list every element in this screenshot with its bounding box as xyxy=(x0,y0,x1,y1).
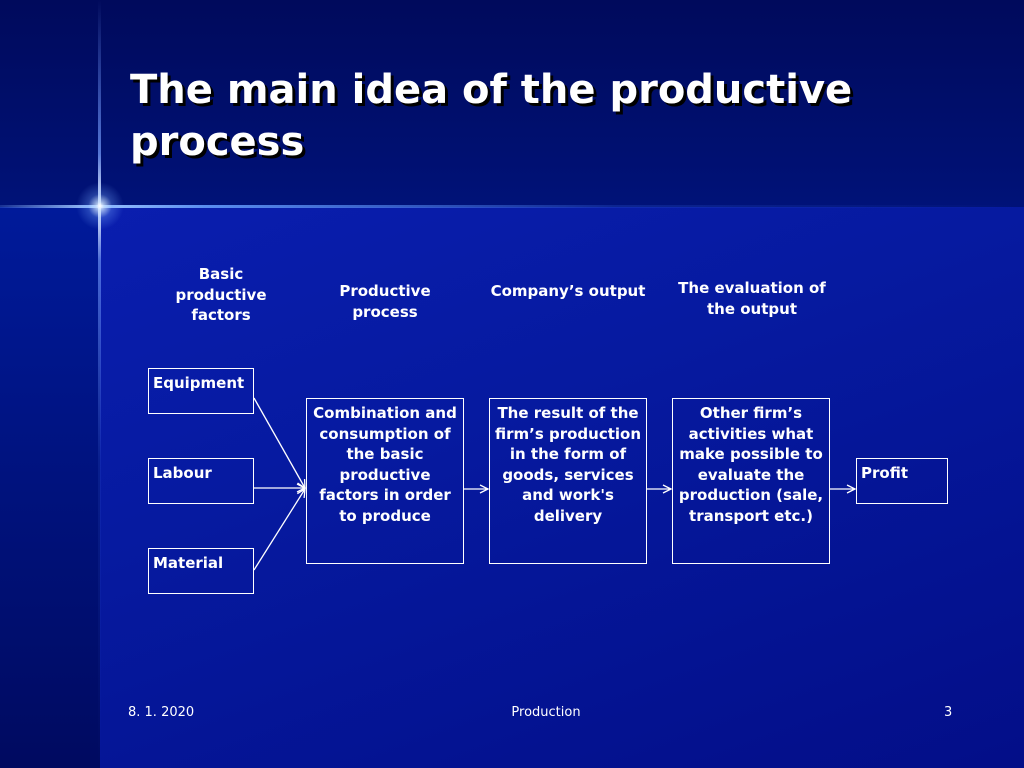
footer-date: 8. 1. 2020 xyxy=(128,705,195,720)
output-box: The result of the firm’s production in t… xyxy=(489,398,647,564)
input-labour: Labour xyxy=(148,458,254,504)
arrow-equipment-to-process xyxy=(253,397,305,488)
horizontal-glow-line xyxy=(0,205,1024,208)
heading-process: Productive process xyxy=(339,282,431,321)
input-equipment: Equipment xyxy=(148,368,254,414)
profit-box: Profit xyxy=(856,458,948,504)
arrow-material-to-process xyxy=(253,489,305,571)
footer-page-number: 3 xyxy=(944,705,953,720)
vertical-glow-line xyxy=(98,0,101,768)
heading-output: Company’s output xyxy=(490,282,646,300)
footer-topic: Production xyxy=(511,705,581,720)
title-band xyxy=(0,0,1024,207)
left-band xyxy=(0,207,100,768)
evaluation-box: Other firm’s activities what make possib… xyxy=(672,398,830,564)
heading-evaluation: The evaluation of the output xyxy=(678,279,826,318)
sparkle-icon xyxy=(76,182,124,230)
input-material: Material xyxy=(148,548,254,594)
slide-title: The main idea of the productive process xyxy=(130,67,853,165)
heading-factors: Basic productive factors xyxy=(175,265,267,324)
process-box: Combination and consumption of the basic… xyxy=(306,398,464,564)
